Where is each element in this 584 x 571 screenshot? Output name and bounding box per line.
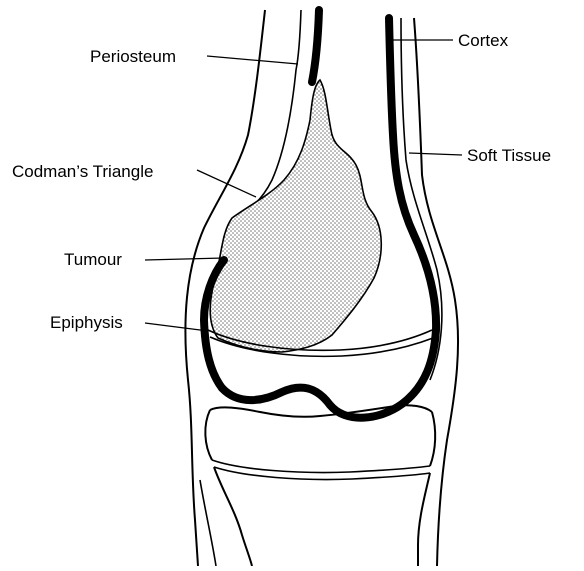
label-periosteum: Periosteum <box>90 47 176 66</box>
tibia-shaft-left <box>214 467 252 566</box>
label-tumour: Tumour <box>64 250 122 269</box>
leader-tumour <box>145 258 224 260</box>
leader-epiphysis <box>145 323 208 331</box>
tibia-left-condyle <box>205 410 212 460</box>
tibia-right-condyle <box>430 412 435 466</box>
leader-codmans-triangle <box>197 170 256 197</box>
label-soft-tissue: Soft Tissue <box>467 146 551 165</box>
tibia-shaft-right <box>418 473 430 566</box>
leader-periosteum <box>207 56 298 64</box>
fibula-line <box>200 480 216 566</box>
label-epiphysis: Epiphysis <box>50 313 123 332</box>
tumour-mass <box>210 80 381 352</box>
tibia-growth-plate-upper <box>212 460 430 473</box>
label-cortex: Cortex <box>458 31 509 50</box>
cortex-left-shaft <box>312 10 319 82</box>
leader-soft-tissue <box>409 153 462 155</box>
label-codmans-triangle: Codman’s Triangle <box>12 162 153 181</box>
